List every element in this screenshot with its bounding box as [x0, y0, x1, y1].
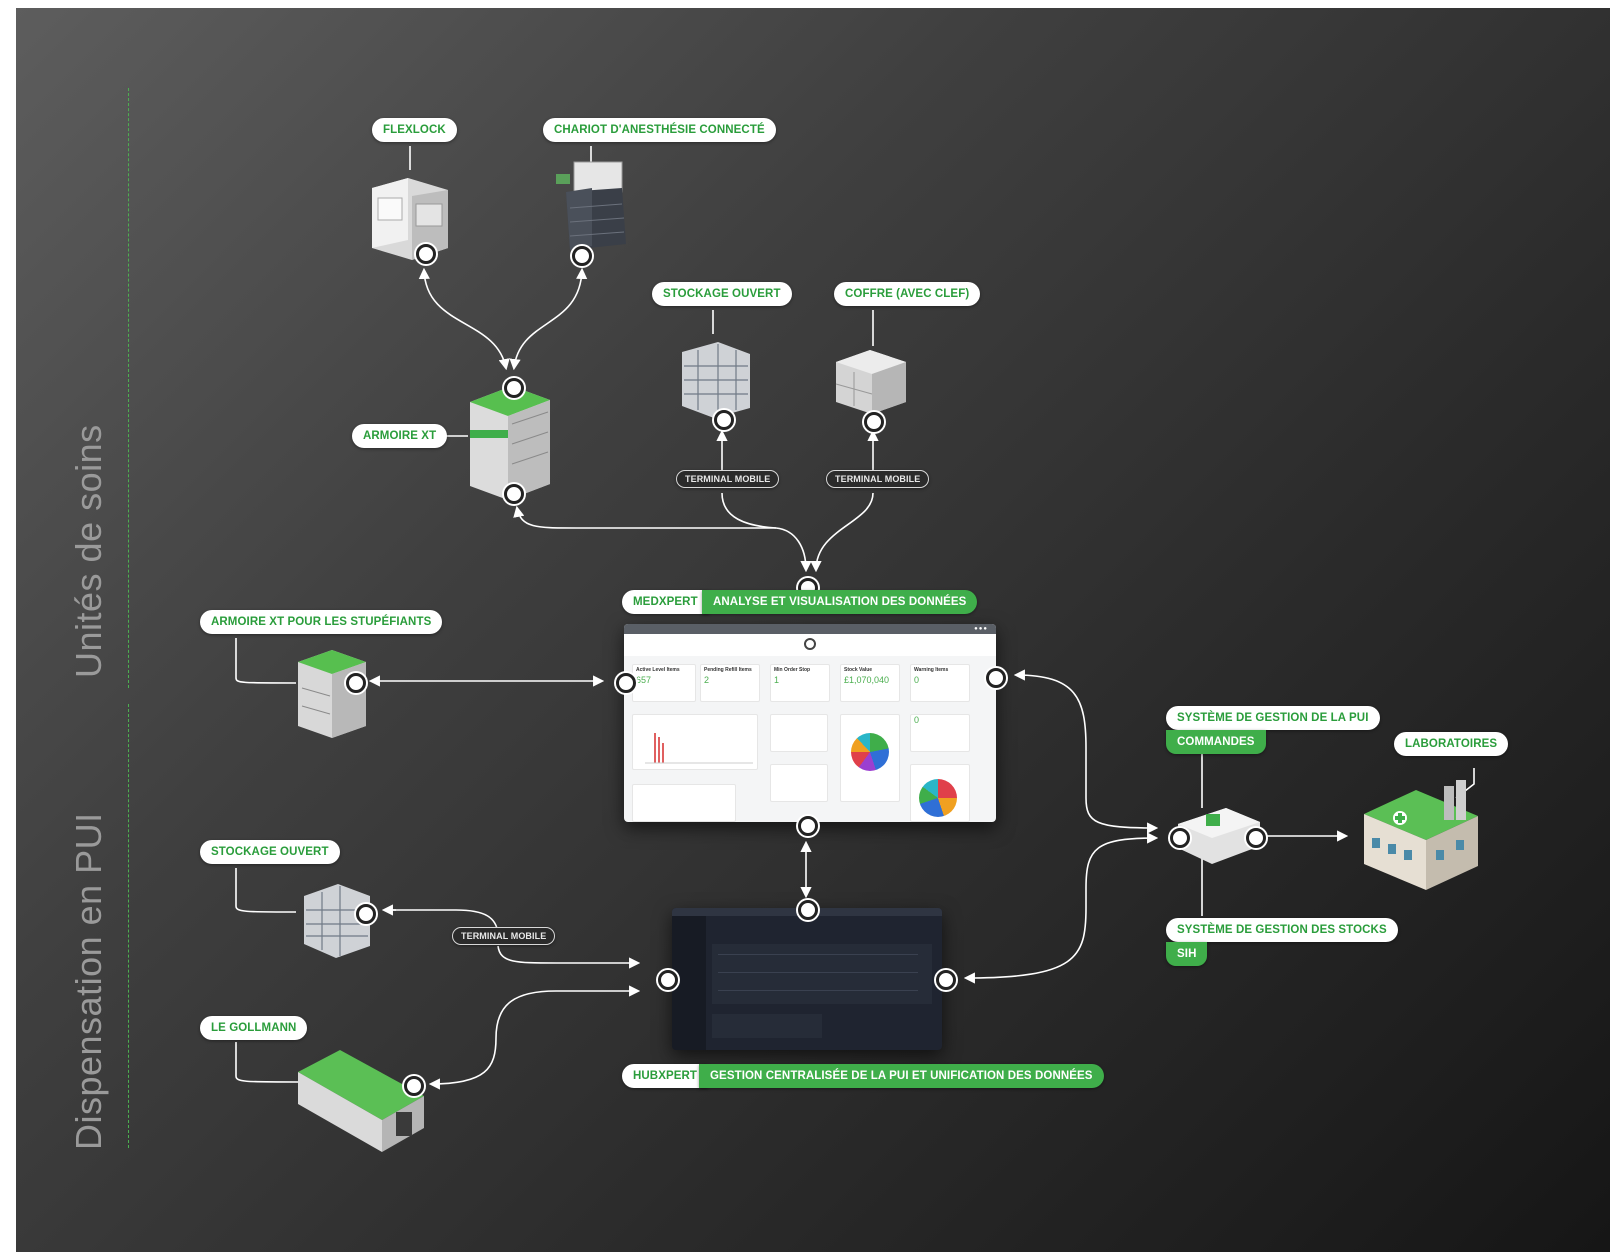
node-sgpui-left[interactable]	[1170, 828, 1190, 848]
window-controls-icon: ●●●	[974, 626, 988, 632]
stockage-ouvert-top-device	[682, 342, 750, 418]
label-stockage-ouvert-top: STOCKAGE OUVERT	[652, 282, 792, 306]
coffre-device	[835, 350, 906, 414]
label-armoire-xt: ARMOIRE XT	[352, 424, 448, 448]
node-hub-left[interactable]	[658, 970, 678, 990]
section-divider-bottom	[128, 704, 129, 1148]
laboratoires-building	[1364, 780, 1478, 890]
hub-subpanel	[712, 1014, 822, 1038]
diagram-canvas: Unités de soins Dispensation en PUI	[16, 8, 1610, 1252]
node-armoire-stup[interactable]	[346, 673, 366, 693]
list-card	[770, 764, 828, 802]
label-flexlock: FLEXLOCK	[372, 118, 457, 142]
node-stockage-bottom[interactable]	[356, 904, 376, 924]
node-coffre[interactable]	[864, 412, 884, 432]
label-chariot: CHARIOT D'ANESTHÉSIE CONNECTÉ	[543, 118, 776, 142]
label-le-gollmann: LE GOLLMANN	[200, 1016, 308, 1040]
node-flexlock[interactable]	[416, 244, 436, 264]
bar-chart-card	[632, 714, 758, 770]
side-value-card: 0	[910, 714, 970, 752]
pie-chart-card-2	[910, 764, 970, 822]
pie-chart-1	[851, 733, 889, 771]
node-medxpert-left[interactable]	[616, 673, 636, 693]
le-gollmann-device	[298, 1050, 424, 1152]
side-value: 0	[914, 715, 920, 725]
dashboard-header	[624, 634, 996, 656]
gestion-pui-station-device	[1178, 808, 1260, 864]
logo-icon	[804, 638, 816, 650]
label-commandes: COMMANDES	[1166, 730, 1266, 754]
node-stockage-top[interactable]	[714, 410, 734, 430]
label-stockage-ouvert-bottom: STOCKAGE OUVERT	[200, 840, 340, 864]
stockage-ouvert-bottom-device	[304, 884, 370, 958]
hub-panel	[712, 944, 932, 1004]
flexlock-device	[372, 178, 448, 260]
label-terminal-mobile-1: TERMINAL MOBILE	[676, 470, 780, 488]
kpi-card-4[interactable]: Stock Value£1,070,040	[840, 664, 900, 702]
pie-chart-2	[919, 779, 957, 817]
mini-bar-chart	[645, 733, 753, 764]
label-terminal-mobile-2: TERMINAL MOBILE	[826, 470, 930, 488]
label-systeme-gestion-stocks: SYSTÈME DE GESTION DES STOCKS	[1166, 918, 1398, 942]
hub-sidebar	[672, 916, 706, 1050]
kpi-value-5: 0	[914, 675, 920, 685]
kpi-value-1: 657	[636, 675, 652, 685]
window-titlebar	[624, 624, 996, 634]
node-hub-top[interactable]	[798, 900, 818, 920]
kpi-value-4: £1,070,040	[844, 675, 890, 685]
node-armoire-bottom[interactable]	[504, 484, 524, 504]
node-medxpert-bottom[interactable]	[798, 816, 818, 836]
section-label-dispensation-pui: Dispensation en PUI	[68, 812, 109, 1150]
kpi-value-3: 1	[774, 675, 780, 685]
label-terminal-mobile-3: TERMINAL MOBILE	[452, 927, 556, 945]
table-card	[632, 784, 736, 822]
node-chariot[interactable]	[572, 246, 592, 266]
node-medxpert-right[interactable]	[986, 668, 1006, 688]
section-divider-top	[128, 88, 129, 688]
label-medxpert-desc: ANALYSE ET VISUALISATION DES DONNÉES	[702, 590, 978, 614]
label-hubxpert: HUBXPERT	[622, 1064, 709, 1088]
label-armoire-stup: ARMOIRE XT POUR LES STUPÉFIANTS	[200, 610, 443, 634]
armoire-xt-device	[470, 386, 550, 500]
label-sih: SIH	[1166, 942, 1208, 966]
node-gollmann[interactable]	[404, 1076, 424, 1096]
label-hubxpert-desc: GESTION CENTRALISÉE DE LA PUI ET UNIFICA…	[699, 1064, 1104, 1088]
section-label-unites-de-soins: Unités de soins	[68, 424, 109, 678]
armoire-stupefiants-device	[298, 650, 366, 738]
hubxpert-dashboard	[672, 908, 942, 1050]
label-coffre: COFFRE (AVEC CLEF)	[834, 282, 981, 306]
node-sgpui-right[interactable]	[1246, 828, 1266, 848]
expiring-stock-card	[770, 714, 828, 752]
label-medxpert: MEDXPERT	[622, 590, 709, 614]
pie-chart-card-1	[840, 714, 900, 802]
label-systeme-gestion-pui: SYSTÈME DE GESTION DE LA PUI	[1166, 706, 1380, 730]
node-armoire-top[interactable]	[504, 378, 524, 398]
chariot-device	[556, 161, 626, 250]
label-laboratoires: LABORATOIRES	[1394, 732, 1509, 756]
kpi-value-2: 2	[704, 675, 710, 685]
node-hub-right[interactable]	[936, 970, 956, 990]
